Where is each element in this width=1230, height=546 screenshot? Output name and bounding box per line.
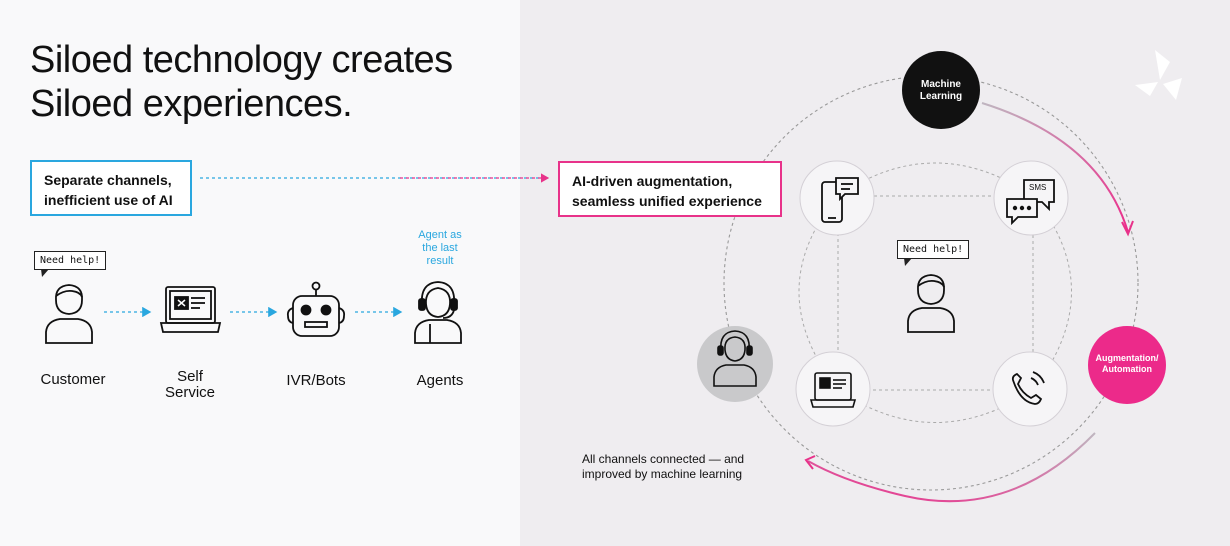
siloed-box-line-1: Separate channels, [44, 172, 172, 188]
ml-label-line-1: Machine [920, 79, 961, 90]
arc-top-arrowhead [1121, 220, 1134, 237]
sms-label: SMS [1029, 183, 1047, 192]
arc-top-right [981, 102, 1129, 233]
hub-speech-bubble: Need help! [897, 240, 970, 266]
mobile-chat-node [799, 160, 875, 236]
agent-note-line-1: Agent as [418, 229, 462, 241]
unified-box: AI-driven augmentation, seamless unified… [558, 161, 782, 217]
headset-agent-icon [414, 281, 462, 344]
page-title: Siloed technology creates Siloed experie… [30, 38, 453, 126]
sms-node [993, 160, 1069, 236]
title-line-1: Siloed technology creates [30, 39, 453, 81]
label-agents: Agents [416, 372, 464, 389]
phone-icon [1011, 371, 1045, 405]
arc-bottom [807, 432, 1096, 503]
caption-line-1: All channels connected — and [582, 452, 745, 466]
label-customer: Customer [40, 371, 106, 388]
siloed-box: Separate channels, inefficient use of AI [30, 160, 192, 216]
siloed-box-line-2: inefficient use of AI [44, 192, 173, 208]
label-self-service-line-1: Self [177, 368, 203, 385]
laptop-icon [159, 286, 222, 333]
title-line-2: Siloed experiences. [30, 83, 353, 125]
right-panel [520, 0, 1230, 546]
augmentation-label: Augmentation/ Automation [1087, 353, 1167, 375]
label-self-service: Self Service [130, 369, 250, 401]
aug-label-line-2: Automation [1102, 364, 1152, 374]
agent-last-result-note: Agent as the last result [400, 229, 480, 268]
hub-customer-icon [907, 274, 955, 333]
mobile-chat-icon [821, 177, 859, 223]
caption-line-2: improved by machine learning [582, 467, 743, 481]
augmentation-node [1088, 326, 1166, 404]
label-self-service-line-2: Service [164, 384, 216, 401]
label-ivr-bots: IVR/Bots [286, 372, 346, 389]
machine-learning-node [902, 51, 980, 129]
agent-note-line-2: the last [422, 242, 458, 254]
hub-ring [723, 75, 1139, 491]
robot-icon [286, 281, 346, 337]
agent-node [697, 326, 773, 402]
sms-icon [1006, 179, 1055, 226]
customer-icon [45, 284, 93, 344]
logo-icon [1135, 50, 1182, 100]
agent-note-line-3: result [426, 255, 454, 267]
machine-learning-label: Machine Learning [901, 79, 981, 103]
ml-label-line-2: Learning [919, 91, 963, 102]
laptop-node [795, 351, 871, 427]
phone-node [992, 351, 1068, 427]
unified-box-line-2: seamless unified experience [572, 193, 762, 209]
hub-caption: All channels connected — and improved by… [582, 452, 744, 482]
aug-label-line-1: Augmentation/ [1095, 353, 1159, 363]
arc-bottom-arrowhead [804, 455, 816, 470]
left-panel [0, 0, 520, 546]
unified-box-line-1: AI-driven augmentation, [572, 173, 733, 189]
customer-speech-bubble: Need help! [34, 251, 107, 277]
